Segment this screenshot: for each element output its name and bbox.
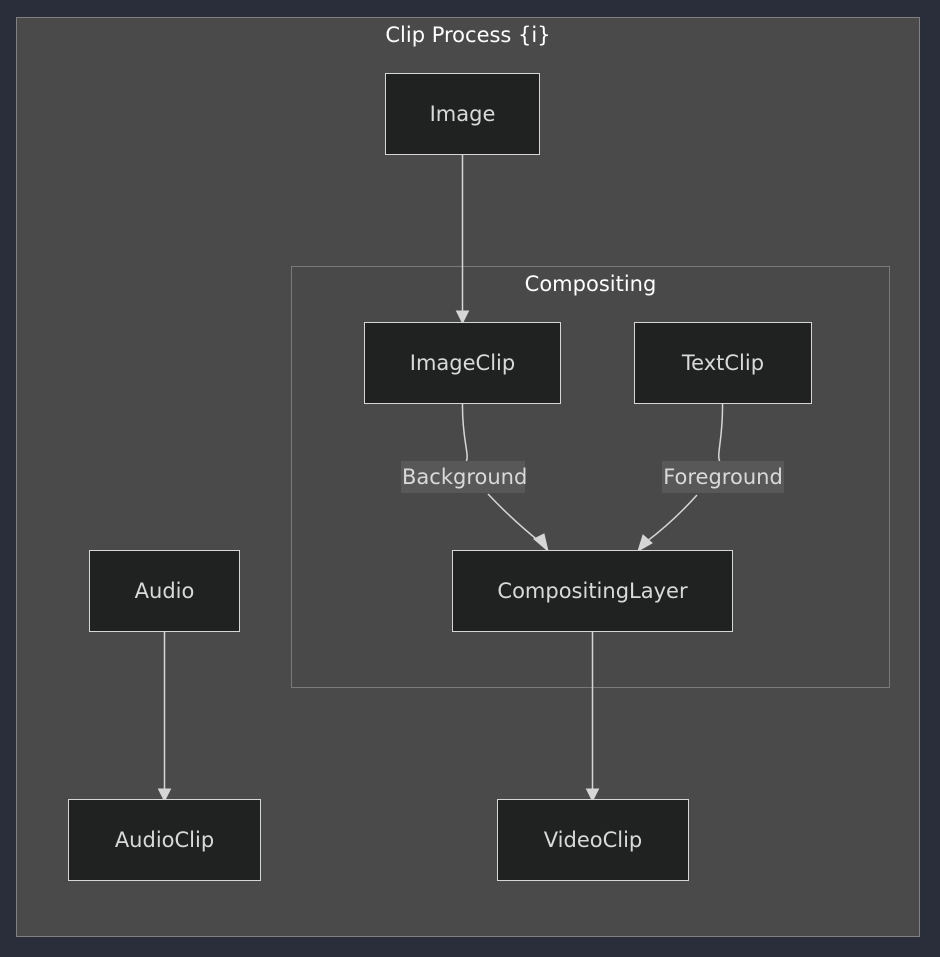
edge-label-foreground: Foreground	[662, 461, 784, 493]
compositinglayer-node-label: CompositingLayer	[497, 579, 688, 603]
textclip-node: TextClip	[634, 322, 812, 404]
imageclip-node: ImageClip	[364, 322, 561, 404]
compositinglayer-node: CompositingLayer	[452, 550, 733, 632]
imageclip-node-label: ImageClip	[409, 351, 516, 375]
audioclip-node-label: AudioClip	[114, 828, 215, 852]
textclip-node-label: TextClip	[681, 351, 765, 375]
audioclip-node: AudioClip	[68, 799, 261, 881]
audio-node: Audio	[89, 550, 240, 632]
videoclip-node-label: VideoClip	[543, 828, 643, 852]
videoclip-node: VideoClip	[497, 799, 689, 881]
image-node: Image	[385, 73, 540, 155]
audio-node-label: Audio	[134, 579, 195, 603]
image-node-label: Image	[429, 102, 496, 126]
edge-label-background: Background	[401, 461, 527, 493]
clip-process-cluster-title: Clip Process {i}	[385, 23, 551, 47]
compositing-cluster-title: Compositing	[524, 272, 657, 296]
